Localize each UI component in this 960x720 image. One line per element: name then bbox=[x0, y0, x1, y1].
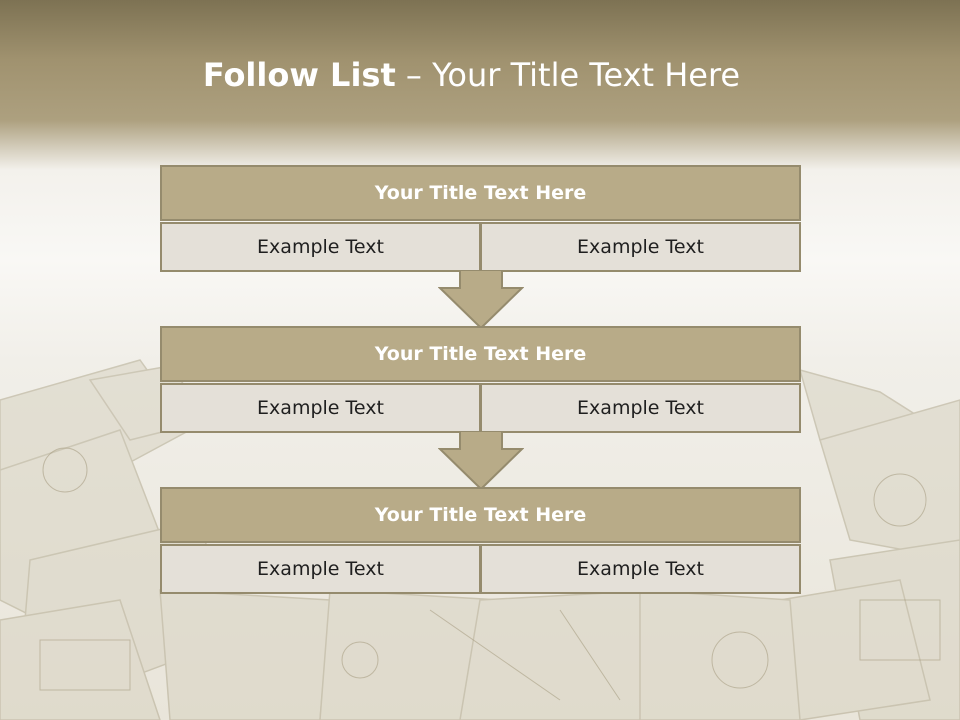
block-cell-left: Example Text bbox=[160, 383, 481, 433]
slide-title-rest: – Your Title Text Here bbox=[405, 56, 741, 94]
list-block-1: Your Title Text Here Example Text Exampl… bbox=[160, 165, 801, 272]
block-title: Your Title Text Here bbox=[160, 326, 801, 382]
list-block-3: Your Title Text Here Example Text Exampl… bbox=[160, 487, 801, 594]
down-arrow-icon bbox=[438, 431, 524, 491]
block-title: Your Title Text Here bbox=[160, 487, 801, 543]
down-arrow-icon bbox=[438, 270, 524, 330]
slide-title-bold: Follow List bbox=[202, 56, 396, 94]
list-block-2: Your Title Text Here Example Text Exampl… bbox=[160, 326, 801, 433]
block-row: Example Text Example Text bbox=[160, 383, 801, 433]
block-cell-right: Example Text bbox=[481, 383, 801, 433]
block-title: Your Title Text Here bbox=[160, 165, 801, 221]
block-row: Example Text Example Text bbox=[160, 222, 801, 272]
slide-title: Follow List – Your Title Text Here bbox=[0, 52, 943, 98]
block-cell-right: Example Text bbox=[481, 222, 801, 272]
block-cell-left: Example Text bbox=[160, 544, 481, 594]
block-cell-right: Example Text bbox=[481, 544, 801, 594]
block-cell-left: Example Text bbox=[160, 222, 481, 272]
block-row: Example Text Example Text bbox=[160, 544, 801, 594]
